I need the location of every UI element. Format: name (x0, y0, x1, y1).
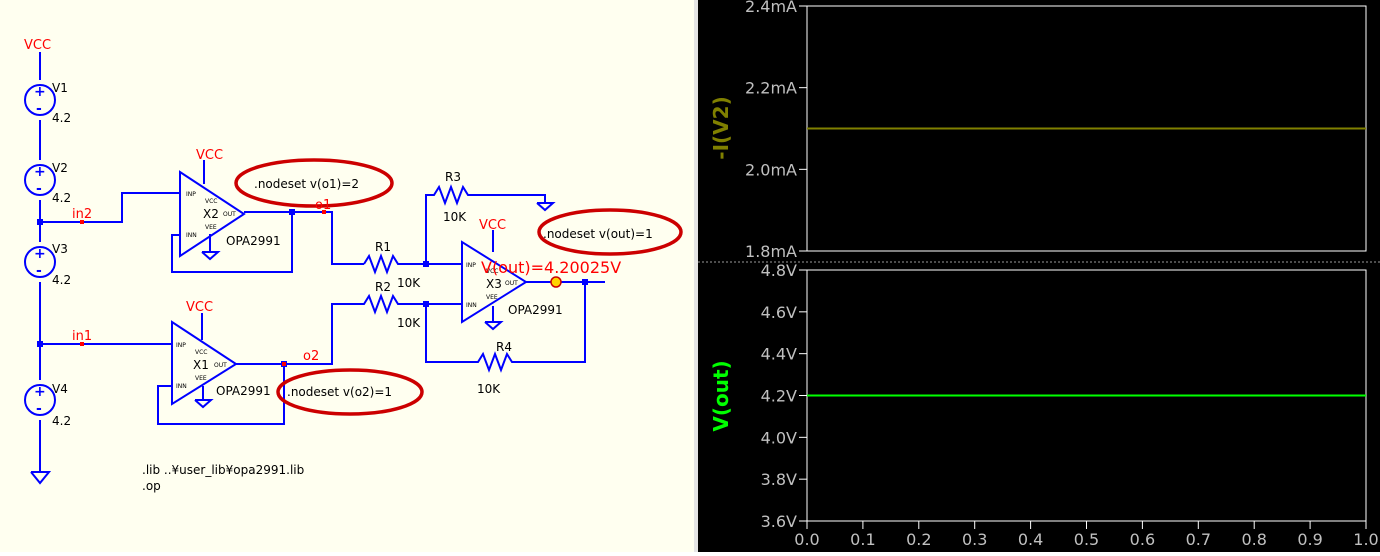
trace-label-i-v2[interactable]: -I(V2) (709, 96, 733, 159)
y-tick-label: 2.0mA (745, 160, 797, 179)
nodeset-directive[interactable]: .nodeset v(o2)=1 (287, 385, 392, 399)
pin-label: VEE (195, 375, 207, 382)
schematic-canvas[interactable]: + - + - + - + - (0, 0, 694, 552)
wires (30, 52, 605, 485)
y-tick-label: 2.4mA (745, 0, 797, 16)
source-value: 4.2 (52, 111, 71, 125)
pin-label: VCC (205, 198, 217, 205)
x-tick-label: 0.9 (1297, 530, 1322, 549)
x-tick-label: 0.1 (850, 530, 875, 549)
source-v4[interactable]: + - (24, 384, 56, 417)
opamp-model: OPA2991 (226, 234, 281, 248)
pin-label: INP (186, 191, 196, 198)
pin-label: OUT (214, 362, 227, 369)
y-tick-label: 3.6V (761, 512, 797, 531)
net-label-o2: o2 (303, 349, 319, 364)
probe-marker[interactable] (550, 276, 562, 288)
source-value: 4.2 (52, 414, 71, 428)
net-label-in1: in1 (72, 329, 92, 344)
x-tick-label: 0.8 (1241, 530, 1266, 549)
source-name: V1 (52, 81, 68, 95)
x-tick-label: 0.2 (906, 530, 931, 549)
pin-label: INP (176, 342, 186, 349)
svg-text:+: + (34, 384, 46, 400)
pin-label: INN (466, 302, 477, 309)
nodeset-directive[interactable]: .nodeset v(out)=1 (543, 227, 653, 241)
resistor-name: R4 (496, 340, 512, 354)
net-label-vcc: VCC (196, 148, 223, 163)
y-tick-label: 1.8mA (745, 242, 797, 261)
source-name: V4 (52, 382, 68, 396)
x-tick-label: 0.6 (1130, 530, 1155, 549)
nodeset-highlights (234, 158, 683, 416)
pin-label: VCC (195, 349, 207, 356)
net-label-vcc: VCC (479, 218, 506, 233)
y-tick-label: 4.2V (761, 387, 797, 406)
opamp-model: OPA2991 (508, 303, 563, 317)
plot-pane-current[interactable]: 2.4mA 2.2mA 2.0mA 1.8mA -I(V2) (709, 0, 1367, 261)
pane-divider[interactable] (694, 0, 698, 552)
source-v1[interactable]: + - (24, 84, 56, 117)
voltage-sources: + - + - + - + - (24, 84, 56, 417)
x-tick-label: 0.5 (1074, 530, 1099, 549)
x-tick-label: 0.7 (1186, 530, 1211, 549)
x-tick-label: 1.0 (1353, 530, 1378, 549)
pin-label: INN (186, 232, 197, 239)
svg-text:-: - (36, 181, 42, 197)
plot-pane-voltage[interactable]: 4.8V 4.6V 4.4V 4.2V 4.0V 3.8V 3.6V 0.0 0.1 0.2 0.… (709, 261, 1379, 549)
opamp-name: X3 (486, 277, 502, 291)
pin-label: OUT (223, 211, 236, 218)
resistor-name: R3 (445, 170, 461, 184)
opamp-name: X1 (193, 358, 209, 372)
source-value: 4.2 (52, 191, 71, 205)
y-tick-label: 4.0V (761, 428, 797, 447)
trace-label-v-out[interactable]: V(out) (709, 360, 733, 431)
nodeset-directive[interactable]: .nodeset v(o1)=2 (254, 177, 359, 191)
opamp-name: X2 (203, 207, 219, 221)
waveform-viewer[interactable]: 2.4mA 2.2mA 2.0mA 1.8mA -I(V2) 4.8V 4.6V 4.4V… (698, 0, 1380, 552)
pin-label: VEE (486, 294, 498, 301)
x-tick-label: 0.0 (794, 530, 819, 549)
pin-label: INN (176, 383, 187, 390)
schematic-editor[interactable]: + - + - + - + - (0, 0, 694, 552)
svg-text:-: - (36, 263, 42, 279)
opamp-model: OPA2991 (216, 384, 271, 398)
svg-text:-: - (36, 401, 42, 417)
source-name: V3 (52, 242, 68, 256)
resistor-value: 10K (443, 210, 467, 224)
y-tick-label: 4.4V (761, 345, 797, 364)
source-name: V2 (52, 161, 68, 175)
net-label-vcc: VCC (24, 38, 51, 53)
waveform-canvas: 2.4mA 2.2mA 2.0mA 1.8mA -I(V2) 4.8V 4.6V 4.4V… (698, 0, 1380, 549)
y-tick-label: 3.8V (761, 470, 797, 489)
y-tick-label: 2.2mA (745, 79, 797, 98)
x-tick-label: 0.4 (1018, 530, 1043, 549)
svg-text:+: + (34, 164, 46, 180)
spice-directive-lib[interactable]: .lib ..¥user_lib¥opa2991.lib (142, 463, 304, 477)
resistor-value: 10K (397, 316, 421, 330)
source-v2[interactable]: + - (24, 164, 56, 197)
net-label-o1: o1 (315, 198, 331, 213)
resistor-value: 10K (477, 382, 501, 396)
resistor-name: R2 (375, 280, 391, 294)
source-v3[interactable]: + - (24, 246, 56, 279)
svg-text:-: - (36, 101, 42, 117)
pin-label: VCC (486, 268, 498, 275)
pin-label: OUT (505, 280, 518, 287)
probe-readout: V(out)=4.20025V (481, 258, 621, 277)
resistor-name: R1 (375, 240, 391, 254)
spice-directive-op[interactable]: .op (142, 479, 161, 493)
net-label-vcc: VCC (186, 300, 213, 315)
y-tick-label: 4.8V (761, 261, 797, 280)
y-tick-label: 4.6V (761, 303, 797, 322)
pin-label: VEE (205, 224, 217, 231)
pin-label: INP (466, 262, 476, 269)
svg-text:+: + (34, 84, 46, 100)
svg-text:+: + (34, 246, 46, 262)
x-tick-label: 0.3 (962, 530, 987, 549)
source-value: 4.2 (52, 273, 71, 287)
net-label-markers (80, 210, 326, 366)
net-label-in2: in2 (72, 207, 92, 222)
resistor-value: 10K (397, 276, 421, 290)
